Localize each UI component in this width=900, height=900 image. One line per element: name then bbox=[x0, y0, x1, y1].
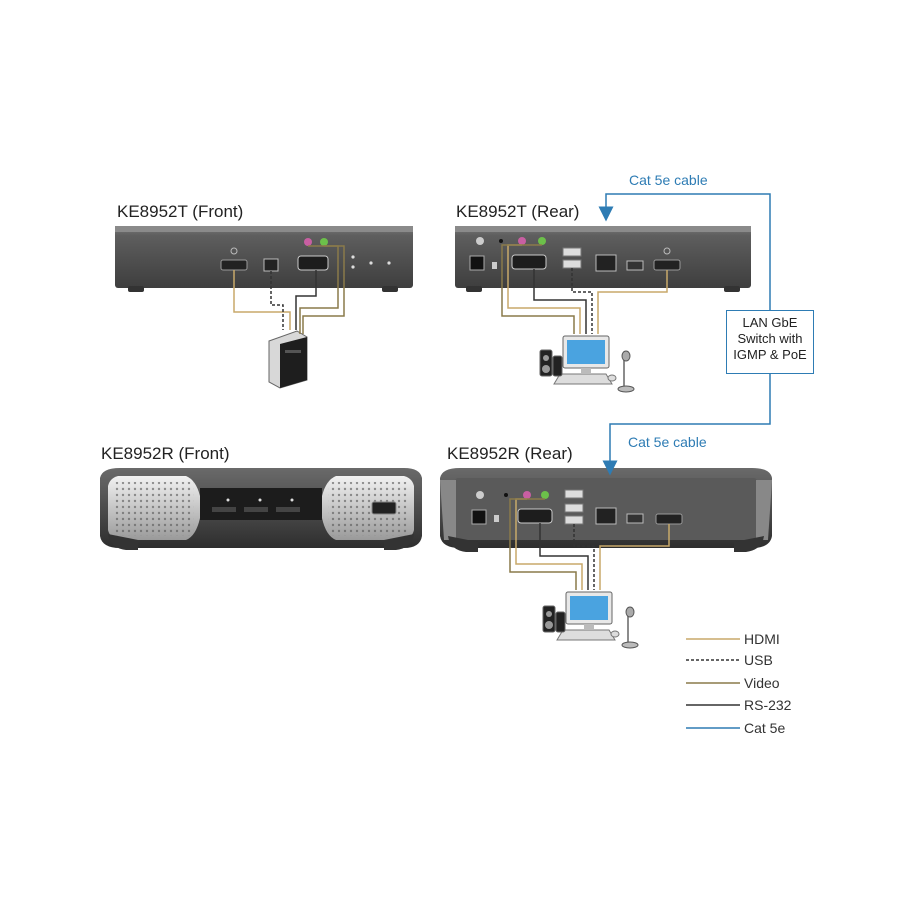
ke8952t-front-device bbox=[115, 226, 413, 292]
ke8952t-rear-device bbox=[455, 226, 751, 292]
legend-label-usb: USB bbox=[744, 652, 773, 668]
speaker-jack-icon bbox=[541, 491, 549, 499]
sfp-port-icon bbox=[626, 260, 644, 271]
tx-front-title: KE8952T (Front) bbox=[117, 202, 244, 221]
cat5e-cable-label-top: Cat 5e cable bbox=[629, 172, 708, 188]
legend-label-rs232: RS-232 bbox=[744, 697, 792, 713]
legend bbox=[686, 638, 740, 729]
usb-port-icon-2 bbox=[562, 259, 582, 269]
workstation-icon bbox=[539, 335, 635, 393]
pc-tower-icon bbox=[268, 330, 308, 389]
power-jack-icon bbox=[469, 255, 485, 271]
legend-label-video: Video bbox=[744, 675, 780, 691]
mic-jack-icon bbox=[523, 491, 531, 499]
hdmi-port-icon bbox=[220, 247, 248, 271]
switch-line-3: IGMP & PoE bbox=[733, 347, 807, 362]
serial-port-icon bbox=[511, 254, 547, 270]
serial-port-icon bbox=[517, 508, 553, 524]
switch-line-1: LAN GbE bbox=[742, 315, 798, 330]
rj45-port-icon bbox=[595, 254, 617, 272]
ground-icon bbox=[476, 237, 484, 245]
mic-jack-icon bbox=[518, 237, 526, 245]
ke8952r-rear-device bbox=[440, 468, 772, 552]
hdmi-port-icon bbox=[655, 513, 683, 525]
cat5e-links bbox=[598, 193, 771, 476]
ke8952r-front-device bbox=[100, 468, 422, 550]
front-usb-port-icon bbox=[371, 501, 397, 515]
speaker-jack-icon bbox=[538, 237, 546, 245]
lan-switch-box: LAN GbE Switch with IGMP & PoE bbox=[726, 310, 814, 374]
serial-port-icon bbox=[297, 255, 329, 271]
legend-label-hdmi: HDMI bbox=[744, 631, 780, 647]
usb-port-icon bbox=[562, 247, 582, 257]
speaker-jack-icon bbox=[320, 238, 328, 246]
tx-rear-title: KE8952T (Rear) bbox=[456, 202, 580, 221]
sfp-port-icon bbox=[626, 513, 644, 524]
rx-front-title: KE8952R (Front) bbox=[101, 444, 230, 463]
legend-label-cat5e: Cat 5e bbox=[744, 720, 786, 736]
rj45-port-icon bbox=[595, 507, 617, 525]
mic-jack-icon bbox=[304, 238, 312, 246]
cat5e-cable-label-bottom: Cat 5e cable bbox=[628, 434, 707, 450]
rx-rear-title: KE8952R (Rear) bbox=[447, 444, 573, 463]
switch-line-2: Switch with bbox=[737, 331, 803, 346]
hdmi-port-icon bbox=[653, 259, 681, 271]
power-jack-icon bbox=[471, 509, 487, 525]
usb-b-port-icon bbox=[263, 258, 279, 272]
workstation-icon-rx bbox=[542, 591, 639, 649]
usb-port-icon bbox=[564, 489, 584, 499]
